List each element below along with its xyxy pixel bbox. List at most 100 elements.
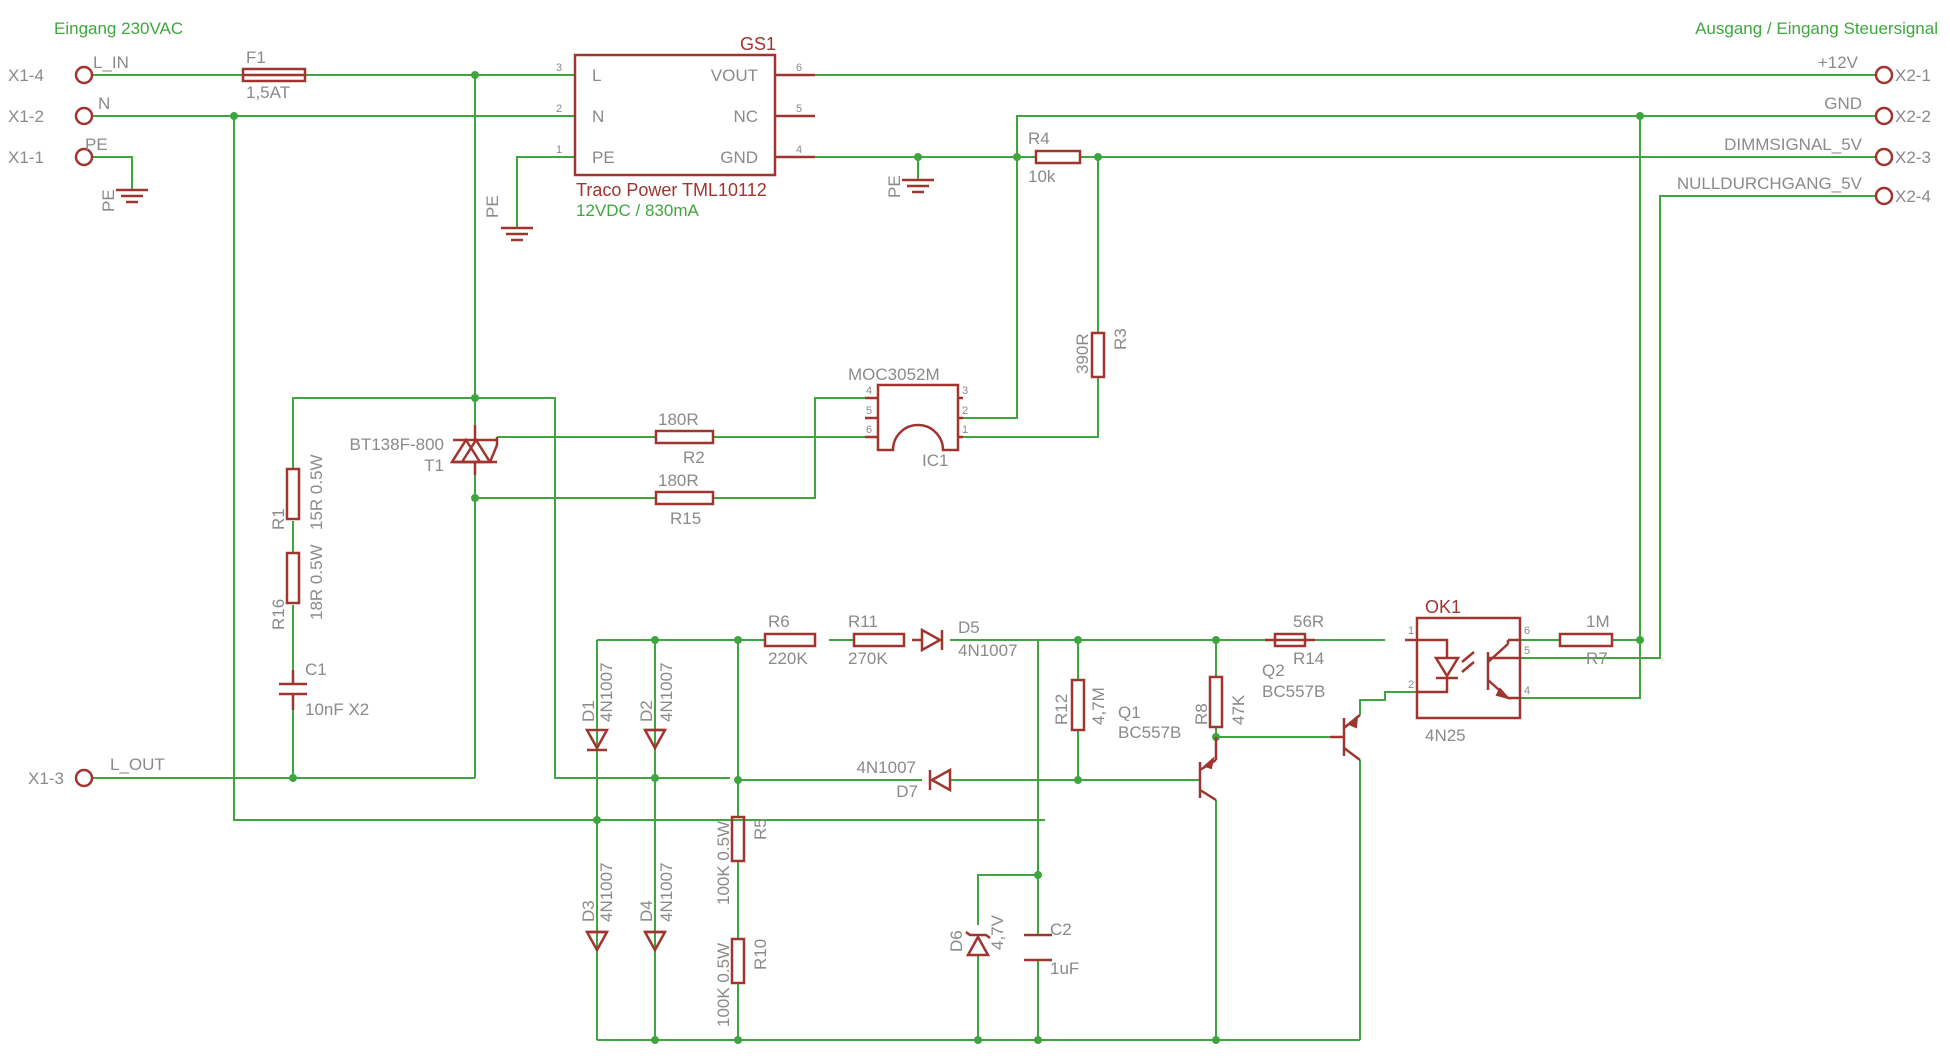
svg-text:PE: PE — [885, 175, 904, 198]
capacitor-c2: C2 1uF — [1024, 920, 1079, 978]
svg-text:4N1007: 4N1007 — [597, 662, 616, 722]
transistor-q1: Q1 BC557B — [1118, 703, 1218, 802]
svg-text:Q1: Q1 — [1118, 703, 1141, 722]
resistor-r2: 180R R2 — [654, 410, 715, 467]
svg-text:47K: 47K — [1229, 694, 1248, 725]
svg-text:100K 0.5W: 100K 0.5W — [714, 821, 733, 905]
svg-text:D3: D3 — [579, 900, 598, 922]
svg-text:1: 1 — [1408, 625, 1414, 637]
capacitor-c1: C1 10nF X2 — [279, 660, 369, 719]
diode-d7: 4N1007 D7 — [856, 758, 952, 801]
svg-text:3: 3 — [962, 385, 968, 397]
resistor-r4: R4 10k — [1028, 129, 1082, 186]
svg-text:L_OUT: L_OUT — [110, 755, 165, 774]
svg-text:Traco Power TML10112: Traco Power TML10112 — [576, 180, 767, 200]
svg-text:4: 4 — [1524, 685, 1530, 697]
svg-text:L_IN: L_IN — [93, 53, 129, 72]
resistor-r11: R11 270K — [848, 612, 906, 668]
svg-text:BC557B: BC557B — [1262, 682, 1325, 701]
svg-text:N: N — [592, 107, 604, 126]
resistor-r12: R12 4,7M — [1052, 678, 1108, 732]
svg-text:R12: R12 — [1052, 694, 1071, 725]
svg-text:BC557B: BC557B — [1118, 723, 1181, 742]
svg-text:D2: D2 — [637, 700, 656, 722]
svg-text:X2-4: X2-4 — [1895, 187, 1931, 206]
svg-text:R16: R16 — [269, 599, 288, 630]
svg-text:GND: GND — [720, 148, 758, 167]
svg-text:4: 4 — [796, 144, 802, 156]
fuse-f1: F1 1,5AT — [241, 48, 307, 102]
svg-text:PE: PE — [483, 195, 502, 218]
zener-diode-d6: D6 4,7V — [947, 914, 1007, 957]
connector-x1-1: X1-1 PE — [8, 135, 108, 167]
svg-text:390R: 390R — [1073, 333, 1092, 374]
svg-text:GND: GND — [1824, 94, 1862, 113]
svg-text:MOC3052M: MOC3052M — [848, 365, 940, 384]
pe-ground-symbol: PE — [483, 195, 533, 242]
svg-text:R15: R15 — [670, 509, 701, 528]
svg-text:15R 0.5W: 15R 0.5W — [307, 454, 326, 530]
svg-text:R1: R1 — [269, 508, 288, 530]
resistor-r3: 390R R3 — [1073, 328, 1130, 379]
resistor-r8: R8 47K — [1192, 675, 1248, 729]
svg-text:NC: NC — [733, 107, 758, 126]
resistor-r1: R1 15R 0.5W — [269, 454, 326, 530]
svg-text:1uF: 1uF — [1050, 959, 1079, 978]
svg-text:X2-1: X2-1 — [1895, 66, 1931, 85]
svg-text:4,7V: 4,7V — [988, 914, 1007, 950]
svg-text:2: 2 — [556, 103, 562, 115]
resistor-r16: R16 18R 0.5W — [269, 544, 326, 630]
svg-text:100K 0.5W: 100K 0.5W — [714, 943, 733, 1027]
svg-text:+12V: +12V — [1818, 53, 1859, 72]
connector-x2-2: X2-2 GND — [1824, 94, 1931, 126]
diode-d3: D3 4N1007 — [579, 862, 616, 953]
svg-text:5: 5 — [866, 405, 872, 417]
svg-text:VOUT: VOUT — [711, 66, 758, 85]
svg-text:PE: PE — [85, 135, 108, 154]
diode-d5: D5 4N1007 — [912, 618, 1018, 660]
svg-text:5: 5 — [796, 103, 802, 115]
connector-x2-4: X2-4 NULLDURCHGANG_5V — [1677, 174, 1931, 206]
wires — [93, 74, 1875, 1041]
svg-text:6: 6 — [1524, 625, 1530, 637]
svg-text:12VDC / 830mA: 12VDC / 830mA — [576, 201, 699, 220]
svg-text:2: 2 — [1408, 679, 1414, 691]
svg-text:NULLDURCHGANG_5V: NULLDURCHGANG_5V — [1677, 174, 1863, 193]
svg-text:18R 0.5W: 18R 0.5W — [307, 544, 326, 620]
svg-text:PE: PE — [592, 148, 615, 167]
svg-text:R8: R8 — [1192, 703, 1211, 725]
svg-text:1M: 1M — [1586, 612, 1610, 631]
svg-text:DIMMSIGNAL_5V: DIMMSIGNAL_5V — [1724, 135, 1863, 154]
optocoupler-ok1: OK1 4N25 1 2 6 5 4 — [1405, 597, 1530, 745]
svg-text:1: 1 — [556, 144, 562, 156]
heading-output: Ausgang / Eingang Steuersignal — [1695, 19, 1938, 38]
svg-text:4: 4 — [866, 385, 872, 397]
optotriac-ic1: MOC3052M IC1 4 5 6 3 2 1 — [848, 365, 968, 470]
svg-text:X1-4: X1-4 — [8, 66, 44, 85]
svg-text:3: 3 — [556, 62, 562, 74]
svg-text:IC1: IC1 — [922, 451, 948, 470]
resistor-r14: 56R R14 — [1265, 612, 1324, 668]
svg-text:D5: D5 — [958, 618, 980, 637]
resistor-r6: R6 220K — [763, 612, 817, 668]
svg-text:R3: R3 — [1111, 328, 1130, 350]
svg-text:D1: D1 — [579, 700, 598, 722]
svg-text:D7: D7 — [896, 782, 918, 801]
pe-ground-symbol: PE — [885, 175, 934, 198]
junctions — [230, 71, 1644, 1044]
svg-text:R14: R14 — [1293, 649, 1324, 668]
svg-text:T1: T1 — [424, 456, 444, 475]
svg-text:D6: D6 — [947, 930, 966, 952]
svg-text:10k: 10k — [1028, 167, 1056, 186]
diode-d4: D4 4N1007 — [637, 862, 676, 953]
svg-text:4N1007: 4N1007 — [657, 662, 676, 722]
svg-text:56R: 56R — [1293, 612, 1324, 631]
svg-text:BT138F-800: BT138F-800 — [350, 435, 445, 454]
svg-text:F1: F1 — [246, 48, 266, 67]
svg-text:X2-2: X2-2 — [1895, 107, 1931, 126]
heading-input: Eingang 230VAC — [54, 19, 183, 38]
connector-x1-3: X1-3 L_OUT — [28, 755, 165, 788]
svg-text:R6: R6 — [768, 612, 790, 631]
svg-text:GS1: GS1 — [740, 34, 776, 54]
